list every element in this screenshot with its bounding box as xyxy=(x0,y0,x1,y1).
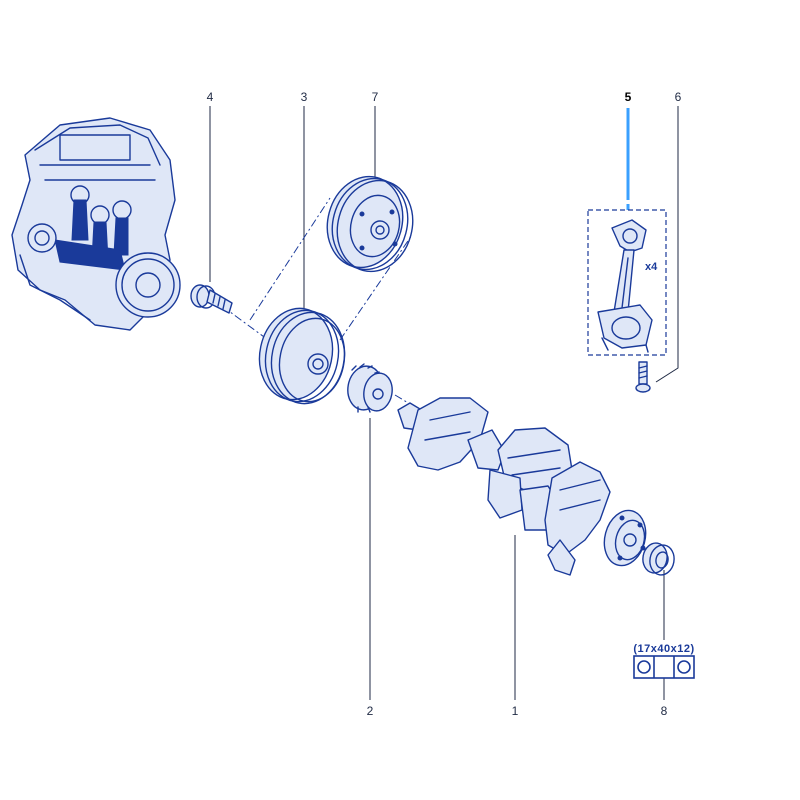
callout-labels: 4 3 7 5 6 2 1 8 xyxy=(207,90,682,718)
damper-pulley-icon xyxy=(326,175,414,273)
connecting-rod-icon xyxy=(597,219,653,353)
callout-1: 1 xyxy=(512,704,519,718)
quantity-label: x4 xyxy=(645,261,658,273)
bearing-symbol-icon xyxy=(633,655,695,679)
conrod-bolt-icon xyxy=(635,361,651,393)
callout-5: 5 xyxy=(625,90,632,104)
timing-sprocket-icon xyxy=(347,363,393,413)
crankshaft-icon xyxy=(397,397,647,576)
callout-6: 6 xyxy=(675,90,682,104)
callout-3: 3 xyxy=(301,90,308,104)
engine-overview-icon xyxy=(11,117,181,331)
callout-7: 7 xyxy=(372,90,379,104)
callout-4: 4 xyxy=(207,90,214,104)
bolt-icon xyxy=(190,284,233,314)
crankshaft-pulley-icon xyxy=(258,307,346,405)
callout-2: 2 xyxy=(367,704,374,718)
connecting-rod-group: x4 xyxy=(587,209,667,356)
bearing-size-label: (17x40x12) xyxy=(633,643,694,655)
bearing-icon xyxy=(642,542,675,576)
leader-lines xyxy=(209,106,679,700)
callout-8: 8 xyxy=(661,704,668,718)
